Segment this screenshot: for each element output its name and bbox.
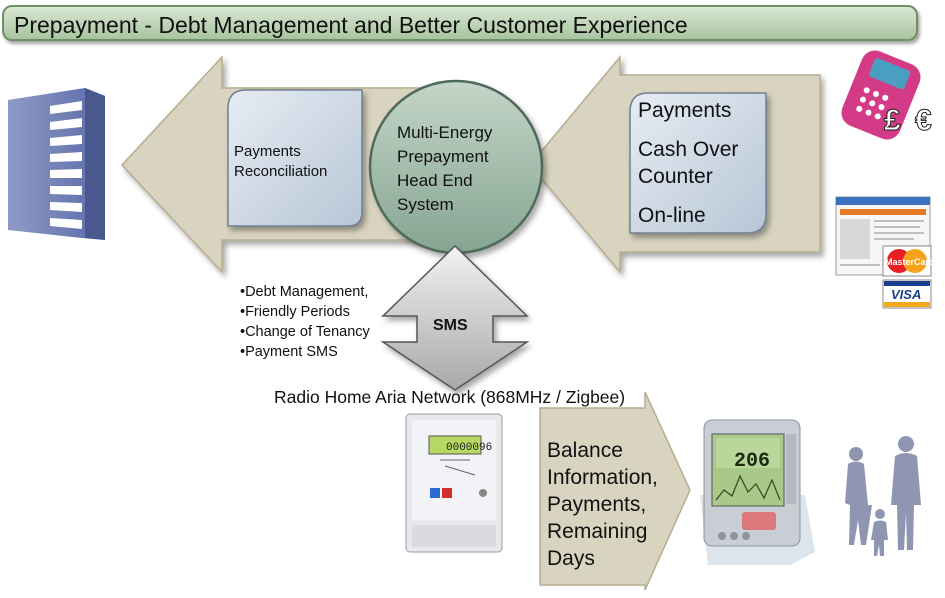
office-building-icon (8, 88, 105, 240)
head-end-line: Multi-Energy (397, 123, 493, 142)
svg-text:VISA: VISA (891, 287, 921, 302)
payments-reconciliation-line: Reconciliation (234, 163, 328, 180)
sms-double-arrow (380, 244, 530, 391)
network-label: Radio Home Aria Network (868MHz / Zigbee… (274, 387, 626, 407)
family-silhouette-icon (845, 436, 921, 556)
head-end-system-label: Multi-Energy Prepayment Head End System (397, 121, 492, 217)
balance-flow-arrow (539, 391, 691, 591)
payments-line: Payments (638, 99, 732, 122)
sms-function-item: •Friendly Periods (240, 304, 350, 320)
balance-line: Days (547, 547, 595, 570)
in-home-display-icon: 206 (700, 419, 815, 565)
card-terminal-icon: £ € (841, 50, 933, 140)
euro-symbol: € (915, 104, 932, 137)
sms-function-item: •Debt Management, (240, 284, 369, 300)
payments-reconciliation-line: Payments (234, 143, 301, 160)
payments-label: Payments Cash Over Counter On-line (638, 97, 738, 229)
svg-text:206: 206 (734, 450, 770, 473)
pound-symbol: £ (884, 104, 901, 137)
payments-reconciliation-label: Payments Reconciliation (234, 142, 327, 182)
payments-line: Counter (638, 165, 713, 188)
svg-text:0000096: 0000096 (446, 442, 492, 454)
balance-information-label: Balance Information, Payments, Remaining… (547, 437, 658, 572)
mastercard-icon: MasterCard (882, 245, 935, 277)
sms-function-item: •Payment SMS (240, 344, 338, 360)
sms-label: SMS (433, 317, 468, 334)
balance-line: Remaining (547, 520, 648, 543)
page-title: Prepayment - Debt Management and Better … (14, 12, 688, 38)
head-end-line: Prepayment (397, 147, 489, 166)
visa-card-icon: VISA (882, 279, 932, 309)
balance-line: Information, (547, 466, 658, 489)
payments-box (629, 92, 767, 234)
title-bar (2, 5, 918, 41)
payments-reconciliation-box (227, 89, 363, 227)
balance-line: Balance (547, 439, 623, 462)
payments-line: Cash Over (638, 138, 739, 161)
head-end-line: System (397, 195, 454, 214)
sms-functions-list: •Debt Management, •Friendly Periods •Cha… (240, 282, 370, 362)
head-end-line: Head End (397, 171, 473, 190)
smart-meter-icon: 0000096 (405, 413, 503, 553)
sms-function-item: •Change of Tenancy (240, 324, 370, 340)
svg-text:MasterCard: MasterCard (885, 257, 935, 267)
payments-line: On-line (638, 204, 706, 227)
balance-line: Payments, (547, 493, 647, 516)
